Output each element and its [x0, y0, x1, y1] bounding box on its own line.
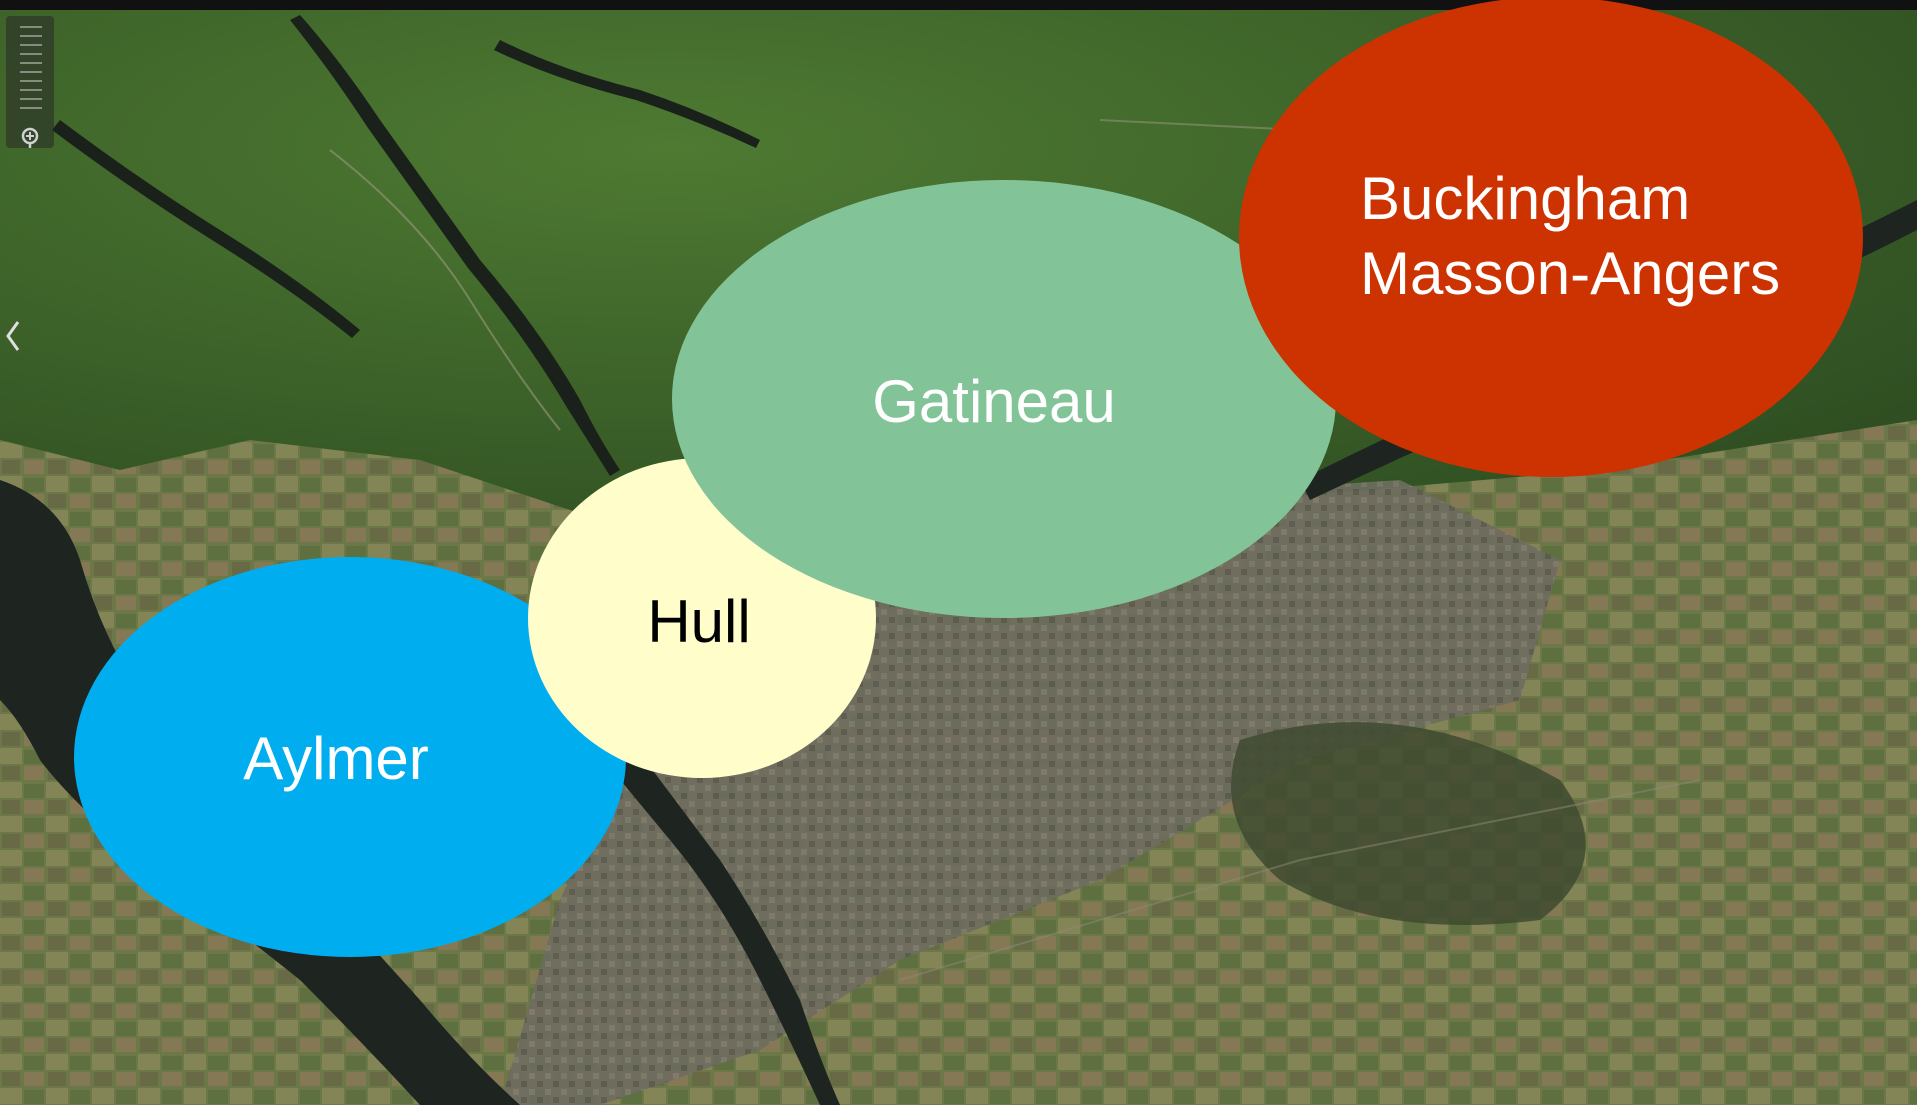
- lake-north-2: [494, 40, 760, 148]
- zoom-icon[interactable]: [18, 126, 42, 150]
- region-gatineau[interactable]: Gatineau: [672, 180, 1336, 618]
- road: [329, 149, 561, 431]
- region-gatineau-label: Gatineau: [872, 368, 1116, 435]
- region-hull-label: Hull: [647, 588, 750, 655]
- chevron-left-icon[interactable]: [4, 318, 22, 354]
- region-buckingham-label-line-2: Masson-Angers: [1360, 240, 1780, 307]
- river-gatineau: [290, 15, 620, 476]
- region-buckingham-masson-angers[interactable]: Buckingham Masson-Angers: [1239, 0, 1863, 477]
- river-rideau: [580, 700, 840, 1105]
- region-buckingham-shape[interactable]: [1239, 0, 1863, 477]
- region-aylmer[interactable]: Aylmer: [74, 557, 626, 957]
- region-buckingham-label-line-1: Buckingham: [1360, 165, 1690, 232]
- zoom-slider[interactable]: [20, 26, 42, 116]
- region-aylmer-shape[interactable]: [74, 557, 626, 957]
- region-aylmer-label: Aylmer: [243, 725, 429, 792]
- lake-north-1: [52, 120, 360, 338]
- road: [899, 779, 1701, 981]
- map-zoom-control[interactable]: [6, 16, 54, 148]
- wetland: [1231, 722, 1586, 925]
- region-gatineau-shape[interactable]: [672, 180, 1336, 618]
